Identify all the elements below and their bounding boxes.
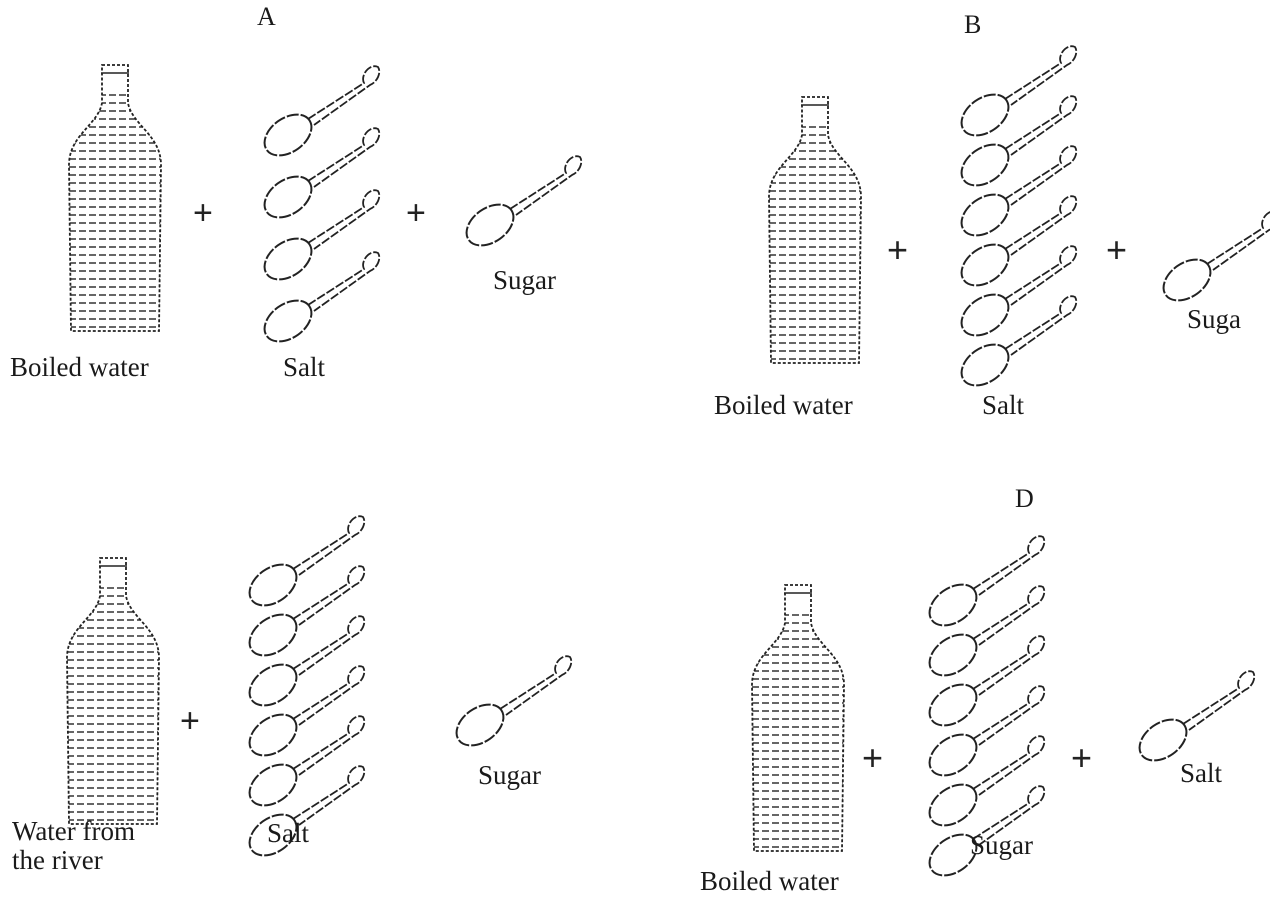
bottle-icon [57,558,169,824]
bottle-icon [742,585,854,851]
bottle-label: Boiled water [714,392,853,419]
option-b-drawing: + + [680,0,1270,440]
spoon-icon [954,146,1076,244]
sugar-spoon [459,156,581,254]
spoon-icon [922,636,1044,734]
sugar-label: Suga [1187,306,1241,333]
salt-label: Salt [1180,760,1222,787]
salt-label: Salt [982,392,1024,419]
spoon-icon [459,156,581,254]
plus-icon: + [406,194,426,232]
spoon-icon [954,246,1076,344]
option-c: + Water from the river Salt Sugar [0,470,640,905]
bottle-label: Boiled water [10,354,149,381]
plus-icon: + [887,229,908,270]
spoon-icon [242,566,364,664]
option-d: D + + Boiled water Sugar Salt [690,470,1270,905]
spoon-icon [242,666,364,764]
plus-icon: + [1106,229,1127,270]
sugar-spoon [449,656,571,754]
spoon-icon [257,190,379,288]
bottle-icon [759,97,871,363]
spoon-icon [242,516,364,614]
spoon-icon [954,96,1076,194]
salt-spoon [1132,671,1254,769]
plus-icon: + [1071,737,1092,778]
sugar-spoon [1156,211,1270,309]
spoon-icon [242,616,364,714]
option-b: B + + Boiled water Salt Suga [680,0,1270,440]
sugar-label: Sugar [970,832,1033,859]
option-a: A + + Boiled water Salt Sugar [0,0,620,440]
spoon-icon [954,296,1076,394]
salt-spoons [242,516,364,864]
spoon-icon [257,252,379,350]
salt-spoons [954,46,1076,394]
plus-icon: + [862,737,883,778]
bottle-label: Boiled water [700,868,839,895]
sugar-label: Sugar [478,762,541,789]
salt-spoons [257,66,379,350]
plus-icon: + [193,194,213,232]
salt-label: Salt [283,354,325,381]
spoon-icon [922,586,1044,684]
spoon-icon [257,66,379,164]
bottle-label-line2: the river [12,847,103,874]
spoon-icon [954,196,1076,294]
spoon-icon [1156,211,1270,309]
bottle-icon [59,65,171,331]
spoon-icon [954,46,1076,144]
spoon-icon [257,128,379,226]
spoon-icon [922,536,1044,634]
spoon-icon [922,686,1044,784]
sugar-label: Sugar [493,267,556,294]
spoon-icon [242,716,364,814]
bottle-label-line1: Water from [12,818,135,845]
plus-icon: + [180,702,200,740]
spoon-icon [242,766,364,864]
spoon-icon [1132,671,1254,769]
spoon-icon [449,656,571,754]
salt-label: Salt [267,820,309,847]
spoon-icon [922,736,1044,834]
